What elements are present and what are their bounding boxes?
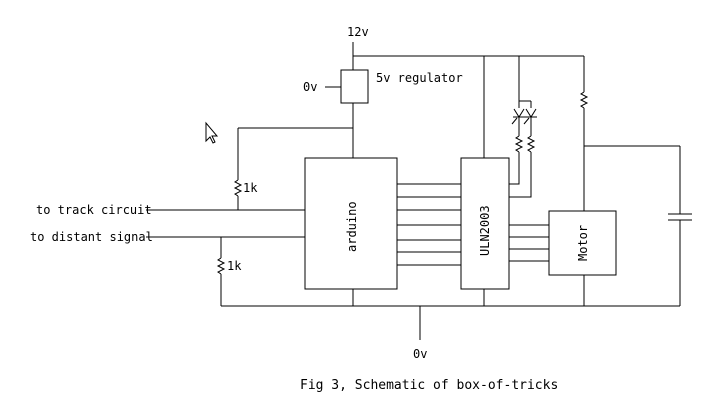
arduino-label: arduino xyxy=(345,201,359,252)
regulator-block xyxy=(340,69,369,104)
track-circuit-label: to track circuit xyxy=(36,203,152,217)
led-icon xyxy=(511,108,537,125)
ground-top-label: 0v xyxy=(303,80,317,94)
ground-bottom-label: 0v xyxy=(413,347,427,361)
supply-rail-12v xyxy=(352,42,584,70)
distant-signal-label: to distant signal xyxy=(30,230,153,244)
motor-block xyxy=(548,210,617,276)
led-branch xyxy=(518,56,532,108)
driver-motor-bus xyxy=(509,224,549,262)
mouse-pointer-icon xyxy=(205,121,219,144)
resistor-1k-top-label: 1k xyxy=(243,181,258,195)
resistor-1k-bottom-label: 1k xyxy=(227,259,242,273)
uln2003-block xyxy=(460,157,510,290)
regulator-label: 5v regulator xyxy=(376,71,463,85)
arduino-driver-bus xyxy=(397,183,461,266)
motor-label: Motor xyxy=(576,225,590,261)
capacitor-icon xyxy=(668,213,692,221)
led-resistors xyxy=(514,117,536,153)
resistor-1k-bottom xyxy=(216,257,226,275)
supply-12v-label: 12v xyxy=(347,25,369,39)
resistor-1k-top xyxy=(233,179,243,197)
motor-supply-net xyxy=(579,56,681,214)
figure-caption: Fig 3, Schematic of box-of-tricks xyxy=(300,378,558,393)
uln2003-label: ULN2003 xyxy=(478,205,492,256)
led-return-wires xyxy=(509,152,532,198)
five-volt-net xyxy=(237,103,354,180)
ground-rail xyxy=(221,275,680,340)
arduino-block xyxy=(304,157,398,290)
